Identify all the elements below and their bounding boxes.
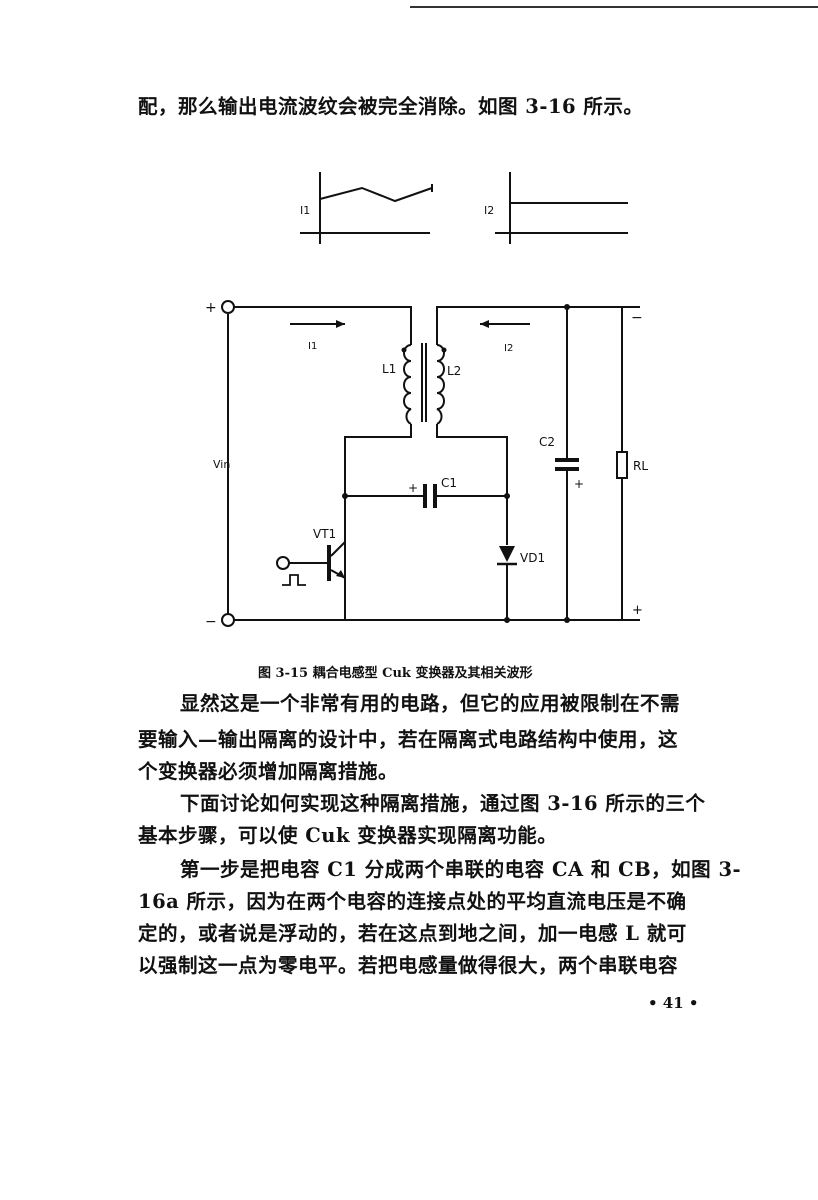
paragraph-line-2: 要输入—输出隔离的设计中，若在隔离式电路结构中使用，这 [138,728,679,751]
transistor-vt1-arrow [336,570,345,578]
dot-l2 [441,347,447,353]
label-c1: C1 [441,476,457,490]
label-c1-plus: + [408,481,418,495]
label-vt1: VT1 [313,527,336,541]
label-l1: L1 [382,362,396,376]
wire-top-left [232,306,412,345]
paragraph-line-9: 以强制这一点为零电平。若把电感量做得很大，两个串联电容 [138,954,679,977]
pulse-icon [282,574,306,586]
label-c2: C2 [539,435,555,449]
text-line-intro: 配，那么输出电流波纹会被完全消除。如图 3-16 所示。 [138,95,644,118]
page-number: • 41 • [648,994,699,1012]
label-vin: Vin [213,458,230,471]
terminal-vin-plus [221,300,235,314]
paragraph-line-4: 下面讨论如何实现这种隔离措施，通过图 3-16 所示的三个 [180,792,706,815]
paragraph-line-3: 个变换器必须增加隔离措施。 [138,760,399,783]
dot-l1 [401,347,407,353]
diode-vd1-triangle [499,546,515,562]
label-out-minus: − [631,310,643,326]
inductor-l2-coil [436,344,445,425]
label-waveform-i1: I1 [300,204,310,217]
junction-diode-bottom [504,617,510,623]
junction-c1-right [504,493,510,499]
wire-l1-down [344,424,412,600]
figure-caption: 图 3-15 耦合电感型 Cuk 变换器及其相关波形 [258,666,533,681]
transistor-vt1-collector [330,541,346,557]
label-rl: RL [633,459,648,473]
resistor-rl [616,451,628,479]
paragraph-line-1: 显然这是一个非常有用的电路，但它的应用被限制在不需 [180,692,681,715]
paragraph-line-8: 定的，或者说是浮动的，若在这点到地之间，加一电感 L 就可 [138,922,687,945]
label-out-plus: + [632,603,643,618]
label-i1-arrow: I1 [308,341,317,352]
capacitor-c1-plate-left [423,484,427,508]
paragraph-line-7: 16a 所示，因为在两个电容的连接点处的平均直流电压是不确 [138,890,687,913]
label-c2-plus: + [574,477,584,491]
wire-l2-down [436,424,508,545]
header-rule [410,6,818,8]
wire-top-right [436,306,640,345]
capacitor-c2-plate-bottom [555,467,579,471]
label-waveform-i2: I2 [484,204,494,217]
transistor-vt1-base-bar [327,545,331,581]
junction-c2-top [564,304,570,310]
inductor-l1-coil [403,344,412,425]
terminal-vin-minus [221,613,235,627]
junction-c2-bottom [564,617,570,623]
paragraph-line-5: 基本步骤，可以使 Cuk 变换器实现隔离功能。 [138,824,558,847]
arrow-i1-head [336,320,345,328]
waveform-i1-trace [319,186,433,203]
junction-c1-left [342,493,348,499]
capacitor-c2-plate-top [555,458,579,462]
terminal-base [276,556,290,570]
label-i2-arrow: I2 [504,343,513,354]
label-l2: L2 [447,364,461,378]
paragraph-line-6: 第一步是把电容 C1 分成两个串联的电容 CA 和 CB，如图 3- [180,858,742,881]
label-vin-minus: − [205,614,217,630]
arrow-i2-head [480,320,489,328]
label-vd1: VD1 [520,551,545,565]
capacitor-c1-plate-right [433,484,437,508]
label-vin-plus: + [205,300,217,316]
